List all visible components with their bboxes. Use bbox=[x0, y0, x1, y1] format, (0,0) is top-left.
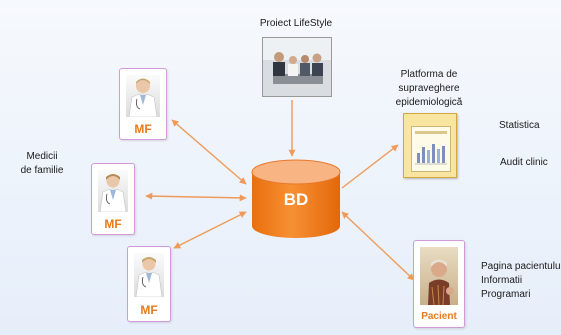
doctor-card-top: MF bbox=[119, 68, 167, 140]
patient-icon bbox=[420, 247, 458, 305]
arrow-db-mf-top bbox=[171, 119, 247, 185]
patient-info-line-3: Programari bbox=[481, 289, 531, 300]
doctor-card-label: MF bbox=[140, 303, 158, 317]
meeting-photo-icon bbox=[262, 37, 332, 97]
patient-card: Pacient bbox=[413, 240, 465, 328]
database-label: BD bbox=[283, 190, 309, 209]
database-cylinder: BD bbox=[250, 158, 342, 240]
doctor-icon bbox=[134, 253, 164, 297]
arrow-db-mf-bottom bbox=[173, 211, 247, 249]
doctors-label-line-1: Medicii bbox=[26, 151, 58, 162]
doctor-card-middle: MF bbox=[91, 163, 135, 235]
patient-info-line-1: Pagina pacientului bbox=[481, 261, 561, 272]
patient-card-label: Pacient bbox=[421, 311, 457, 322]
doctor-icon bbox=[98, 170, 128, 212]
platform-label-line-3: epidemiologică bbox=[395, 97, 463, 108]
arrow-db-patient bbox=[341, 211, 415, 281]
patient-info-line-2: Informatii bbox=[481, 275, 523, 286]
platform-label: Platforma de supraveghere epidemiologică bbox=[384, 68, 474, 110]
doctors-label-line-2: de familie bbox=[20, 165, 64, 176]
project-label: Proiect LifeStyle bbox=[259, 18, 333, 29]
doctor-icon bbox=[126, 75, 160, 117]
statistics-label: Statistica bbox=[499, 120, 540, 131]
platform-label-line-1: Platforma de bbox=[400, 69, 458, 80]
dashboard-screenshot-icon bbox=[403, 113, 457, 178]
arrow-db-to-platform bbox=[341, 144, 399, 189]
doctor-card-bottom: MF bbox=[127, 246, 171, 322]
doctors-group-label: Medicii de familie bbox=[16, 150, 68, 178]
patient-info: Pagina pacientului Informatii Programari bbox=[481, 260, 561, 302]
doctor-card-label: MF bbox=[104, 217, 122, 231]
arrow-db-mf-middle bbox=[145, 192, 247, 202]
audit-label: Audit clinic bbox=[500, 157, 548, 168]
doctor-card-label: MF bbox=[134, 122, 152, 136]
platform-label-line-2: supraveghere bbox=[398, 83, 460, 94]
